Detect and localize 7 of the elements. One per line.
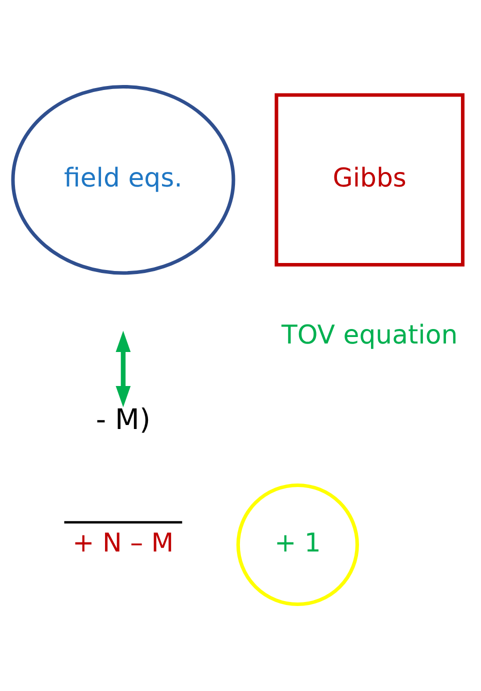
node-text: - M) xyxy=(96,402,151,436)
node-box: Gibbs xyxy=(274,93,464,266)
node-ellipse: field eqs. xyxy=(11,84,236,275)
label: TOV equation xyxy=(282,320,458,350)
label: + N – M xyxy=(72,528,174,558)
node-circle: + 1 xyxy=(236,483,359,606)
arrow xyxy=(116,330,131,408)
